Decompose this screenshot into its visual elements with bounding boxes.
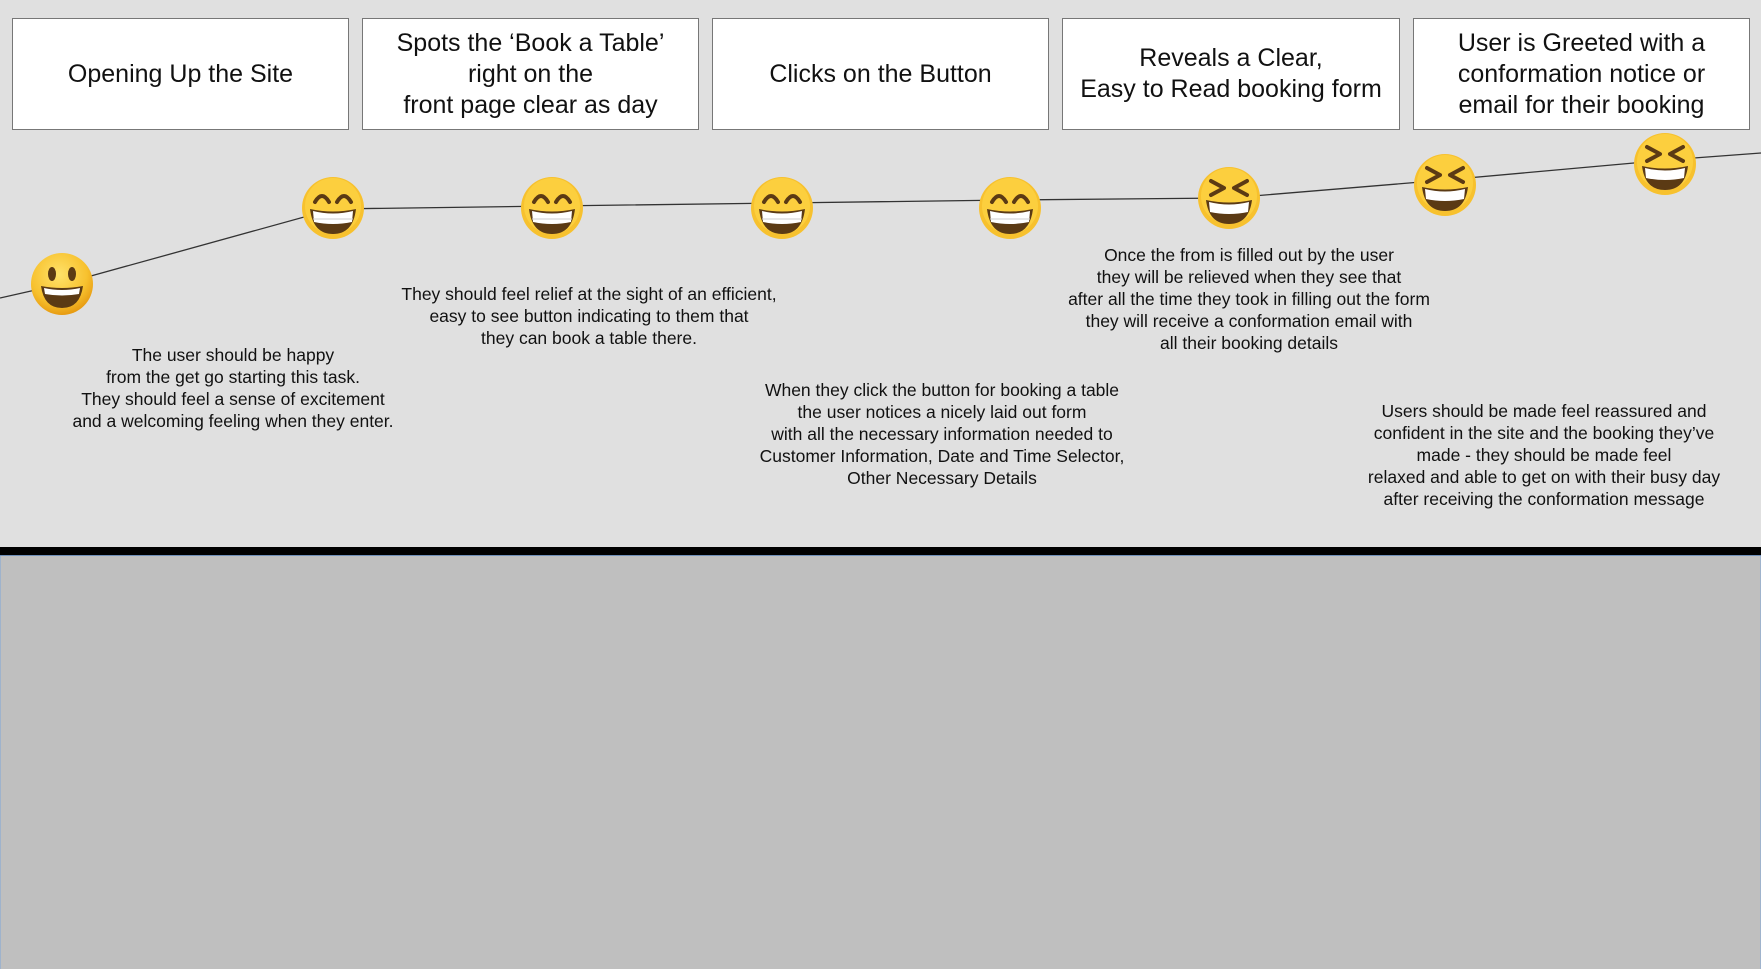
step-box-confirmation: User is Greeted with a conformation noti…: [1413, 18, 1750, 130]
note-book-table-button: They should feel relief at the sight of …: [401, 284, 777, 348]
note-confirmation: Users should be made feel reassured and …: [1367, 401, 1721, 509]
beaming-face-icon: [751, 177, 813, 239]
note-opening-site: The user should be happy from the get go…: [72, 345, 394, 431]
step-box-opening-site: Opening Up the Site: [12, 18, 349, 130]
grinning-squinting-face-icon: [1634, 133, 1696, 195]
step-box-spots-book-table: Spots the ‘Book a Table’ right on the fr…: [362, 18, 699, 130]
note-form-submitted: Once the from is filled out by the user …: [1068, 245, 1430, 353]
emotion-line: [0, 152, 1761, 299]
beaming-face-icon: [302, 177, 364, 239]
beaming-face-icon: [979, 177, 1041, 239]
emotion-line-path: [0, 152, 1761, 299]
journey-map-canvas: Opening Up the Site Spots the ‘Book a Ta…: [0, 0, 1761, 547]
grinning-squinting-face-icon: [1414, 154, 1476, 216]
empty-lower-area: [0, 556, 1761, 969]
grinning-squinting-face-icon: [1198, 167, 1260, 229]
beaming-face-icon: [521, 177, 583, 239]
divider-accent-line: [0, 555, 1761, 556]
note-booking-form: When they click the button for booking a…: [759, 380, 1125, 488]
grinning-face-icon: [31, 253, 93, 315]
step-box-clicks-button: Clicks on the Button: [712, 18, 1049, 130]
step-box-booking-form: Reveals a Clear, Easy to Read booking fo…: [1062, 18, 1400, 130]
divider-bar: [0, 547, 1761, 555]
